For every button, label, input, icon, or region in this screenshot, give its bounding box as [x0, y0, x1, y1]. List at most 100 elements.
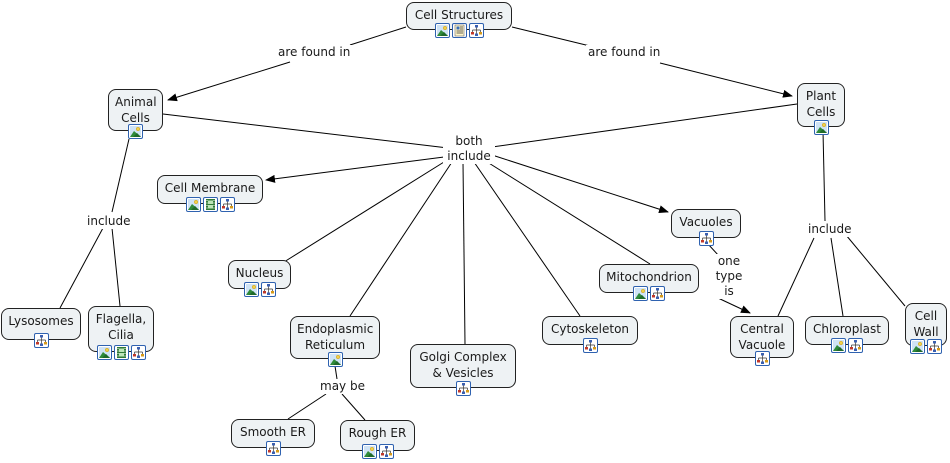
image-icon[interactable] [633, 286, 648, 301]
node-rough-er[interactable]: Rough ER [340, 420, 415, 459]
concept-map-icon[interactable] [650, 286, 665, 301]
arrow-connector [491, 154, 669, 214]
document-icon[interactable] [451, 23, 467, 38]
concept-map-icon[interactable] [754, 351, 770, 366]
arrow-connector [659, 62, 793, 98]
node-mitochondrion[interactable]: Mitochondrion [599, 264, 699, 301]
image-icon[interactable] [434, 23, 450, 38]
line-connector [349, 161, 453, 317]
node-flagella-cilia[interactable]: Flagella, Cilia [88, 306, 154, 360]
image-icon[interactable] [831, 338, 846, 353]
line-connector [287, 393, 327, 420]
concept-map-icon[interactable] [468, 23, 484, 38]
concept-map-icon[interactable] [219, 197, 235, 212]
arrow-connector [717, 297, 751, 314]
concept-map-icon[interactable] [582, 338, 598, 353]
arrow-connector [167, 61, 291, 102]
image-icon[interactable] [361, 444, 377, 459]
node-label: Chloroplast [813, 322, 881, 336]
node-lysosomes[interactable]: Lysosomes [1, 308, 81, 348]
node-label: Smooth ER [239, 425, 307, 439]
node-label: Plant Cells [805, 89, 837, 119]
line-connector [334, 365, 338, 380]
node-cell-structures[interactable]: Cell Structures [406, 2, 512, 38]
node-central-vacuole[interactable]: Central Vacuole [730, 316, 794, 366]
node-label: Mitochondrion [606, 270, 692, 284]
image-icon[interactable] [185, 197, 201, 212]
link-include-animal[interactable]: include [85, 214, 133, 229]
line-connector [830, 237, 844, 317]
node-label: Central Vacuole [738, 322, 786, 352]
arrow-connector [265, 156, 445, 183]
concept-map-icon[interactable] [455, 381, 471, 396]
node-label: Endoplasmic Reticulum [297, 322, 374, 352]
node-golgi-complex[interactable]: Golgi Complex & Vesicles [410, 344, 516, 396]
link-are-found-in-left[interactable]: are found in [276, 45, 353, 60]
image-icon[interactable] [813, 120, 829, 135]
resource-icons [543, 338, 637, 353]
node-label: Cell Membrane [164, 181, 256, 195]
node-label: Golgi Complex & Vesicles [419, 350, 507, 380]
link-may-be[interactable]: may be [318, 379, 367, 394]
concept-map-icon[interactable] [130, 345, 146, 360]
resource-icons [798, 120, 844, 135]
concept-map-icon[interactable] [927, 339, 942, 354]
node-vacuoles[interactable]: Vacuoles [671, 209, 741, 246]
node-label: Flagella, Cilia [95, 312, 147, 342]
node-endoplasmic-reticulum[interactable]: Endoplasmic Reticulum [290, 316, 380, 367]
resource-icons [411, 381, 515, 396]
image-icon[interactable] [96, 345, 112, 360]
link-include-plant[interactable]: include [806, 222, 854, 237]
node-label: Lysosomes [8, 314, 74, 328]
resource-icons [407, 23, 511, 38]
node-label: Animal Cells [115, 95, 157, 125]
resource-icons [341, 444, 414, 459]
resource-icons [158, 197, 262, 212]
node-label: Nucleus [235, 266, 284, 280]
resource-icons [806, 338, 888, 353]
line-connector [59, 227, 104, 309]
line-connector [845, 234, 906, 307]
image-icon[interactable] [327, 352, 343, 367]
concept-map-icon[interactable] [848, 338, 863, 353]
line-connector [511, 26, 591, 47]
line-connector [483, 159, 651, 265]
node-cytoskeleton[interactable]: Cytoskeleton [542, 316, 638, 353]
link-both-include[interactable]: both include [443, 134, 495, 164]
resource-icons [232, 441, 314, 456]
concept-map-icon[interactable] [265, 441, 281, 456]
resource-icons [2, 333, 80, 348]
node-cell-wall[interactable]: Cell Wall [905, 303, 947, 354]
node-label: Vacuoles [679, 215, 733, 229]
node-nucleus[interactable]: Nucleus [228, 260, 291, 297]
concept-map-icon[interactable] [33, 333, 49, 348]
link-are-found-in-right[interactable]: are found in [586, 45, 663, 60]
resource-icons [291, 352, 379, 367]
node-smooth-er[interactable]: Smooth ER [231, 419, 315, 456]
link-one-type-is[interactable]: one type is [712, 254, 746, 299]
line-connector [473, 161, 581, 317]
concept-map-icon[interactable] [378, 444, 394, 459]
line-connector [462, 161, 466, 345]
image-icon[interactable] [128, 124, 143, 139]
video-icon[interactable] [113, 345, 129, 360]
node-label: Cytoskeleton [550, 322, 630, 336]
line-connector [111, 227, 121, 307]
image-icon[interactable] [910, 339, 925, 354]
resource-icons [229, 282, 290, 297]
line-connector [349, 26, 407, 46]
node-chloroplast[interactable]: Chloroplast [805, 316, 889, 353]
line-connector [283, 161, 445, 263]
video-icon[interactable] [202, 197, 218, 212]
concept-map-icon[interactable] [260, 282, 276, 297]
resource-icons [731, 351, 793, 366]
concept-map-icon[interactable] [698, 231, 714, 246]
line-connector [822, 130, 826, 222]
node-cell-membrane[interactable]: Cell Membrane [157, 175, 263, 212]
node-animal-cells[interactable]: Animal Cells [108, 89, 163, 139]
resource-icons [672, 231, 740, 246]
image-icon[interactable] [243, 282, 259, 297]
line-connector [162, 113, 449, 149]
node-plant-cells[interactable]: Plant Cells [797, 83, 845, 135]
